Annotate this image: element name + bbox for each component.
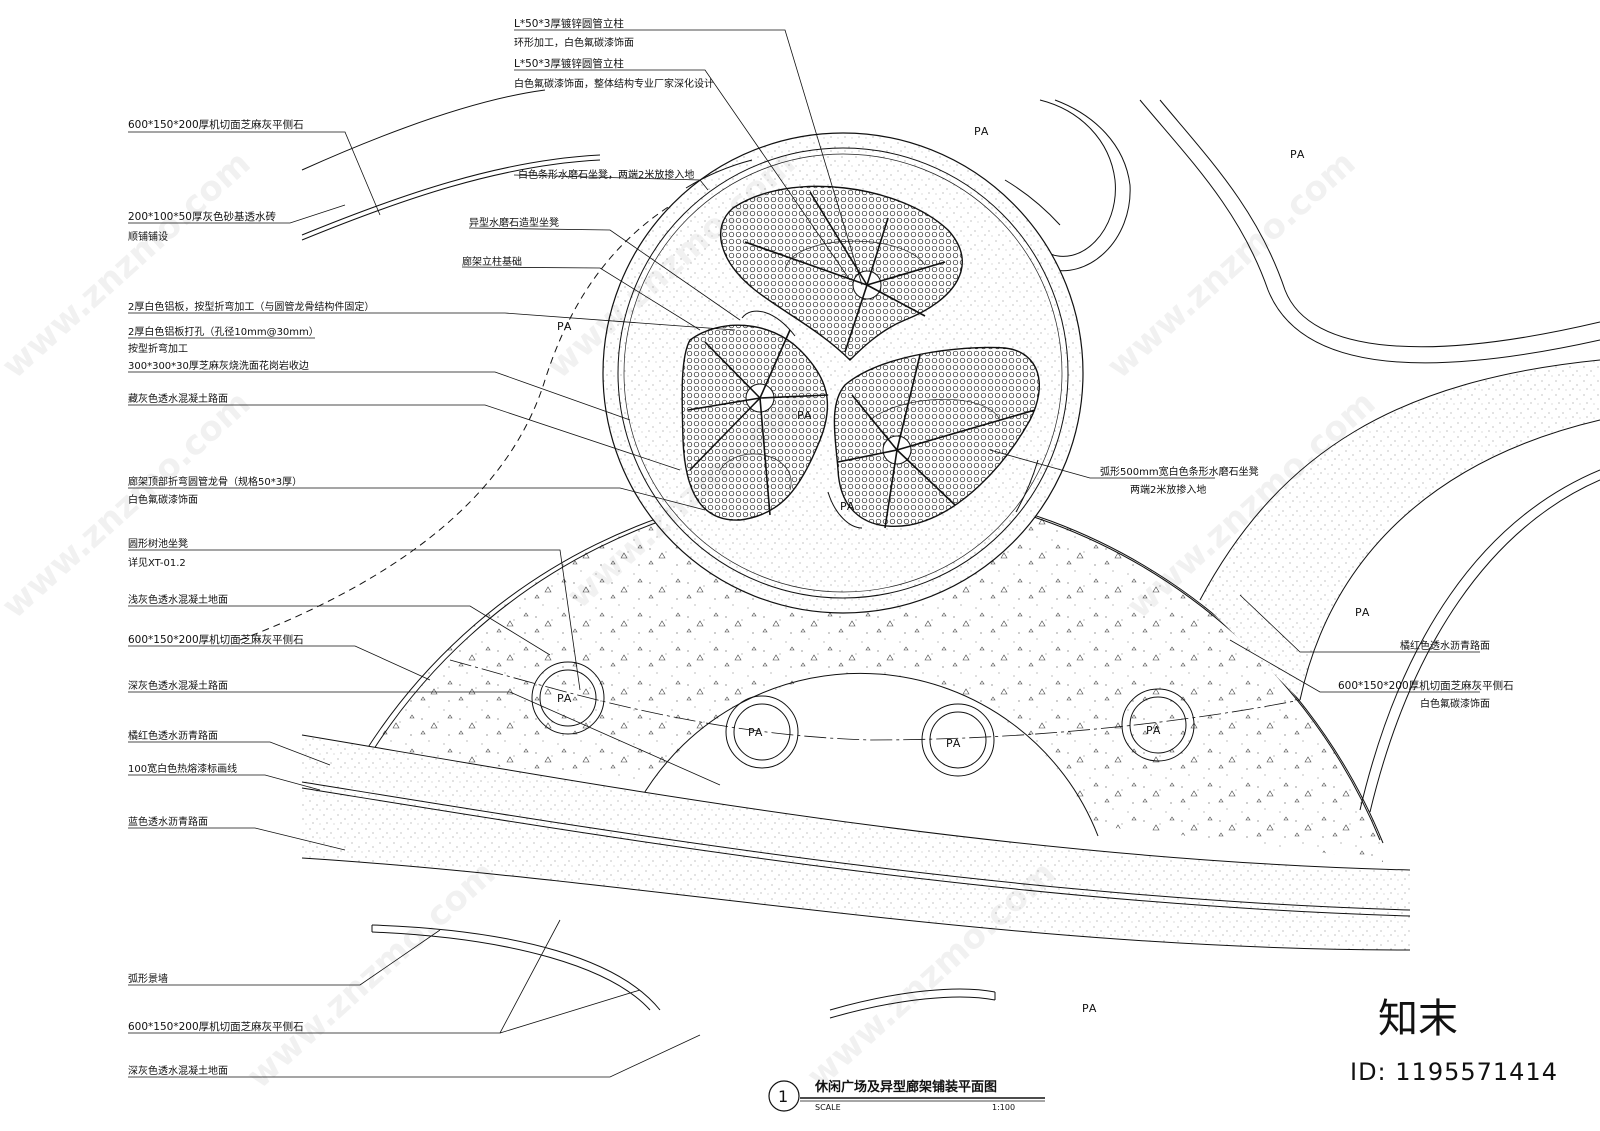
dashed-path-edge: [239, 187, 701, 641]
callout-left-9: 廊架顶部折弯圆管龙骨（规格50*3厚）: [128, 475, 302, 488]
callout-left-18: 蓝色透水沥青路面: [128, 815, 208, 828]
callout-left-3: 顺铺铺设: [128, 230, 168, 243]
callout-top-5: 白色条形水磨石坐凳，两端2米放掺入地: [518, 168, 694, 181]
callout-right-5: 白色氟碳漆饰面: [1420, 697, 1490, 710]
callout-left-6: 按型折弯加工: [128, 342, 188, 355]
callout-left-2: 200*100*50厚灰色砂基透水砖: [128, 210, 276, 223]
watermark-brand: 知末: [1378, 996, 1458, 1042]
upper-left-curb: [301, 89, 601, 241]
callout-right-2: 两端2米放掺入地: [1130, 483, 1206, 496]
callout-left-12: 详见XT-01.2: [128, 556, 186, 569]
tree-pit-1-tag: PA: [557, 692, 572, 705]
pa-tag-bottom: PA: [1082, 1002, 1097, 1015]
callout-left-13: 浅灰色透水混凝土地面: [128, 593, 228, 606]
callout-left-4: 2厚白色铝板，按型折弯加工（与圆管龙骨结构件固定）: [128, 300, 374, 313]
canopy-structure: PA PA: [681, 185, 1040, 529]
title-block: 1 休闲广场及异型廊架铺装平面图 SCALE 1:100: [768, 1079, 1045, 1112]
callout-left-1: 600*150*200厚机切面芝麻灰平侧石: [128, 118, 304, 131]
leader-lines: [128, 29, 1480, 1078]
callouts-left: 600*150*200厚机切面芝麻灰平侧石 200*100*50厚灰色砂基透水砖…: [128, 118, 374, 1077]
callout-right-4: 600*150*200厚机切面芝麻灰平侧石: [1338, 679, 1514, 692]
tree-pits: PA PA PA PA: [531, 661, 1195, 777]
callout-left-7: 300*300*30厚芝麻灰烧洗面花岗岩收边: [128, 359, 309, 372]
canopy-tag-lower: PA: [840, 500, 855, 513]
tree-pit-1: PA: [531, 661, 605, 735]
tree-pit-3-tag: PA: [946, 737, 961, 750]
tree-pit-3: PA: [921, 703, 995, 777]
callout-left-11: 圆形树池坐凳: [128, 537, 188, 550]
callout-right-1: 弧形500mm宽白色条形水磨石坐凳: [1100, 465, 1259, 478]
callout-left-10: 白色氟碳漆饰面: [128, 493, 198, 506]
watermark-site-7: www.znzmo.com: [239, 853, 503, 1096]
watermark-site-3: www.znzmo.com: [1099, 143, 1363, 386]
pa-tag-top: PA: [974, 125, 989, 138]
canopy-tag-center: PA: [797, 409, 812, 422]
drawing-title: 休闲广场及异型廊架铺装平面图: [814, 1079, 997, 1095]
callout-left-16: 橘红色透水沥青路面: [128, 729, 218, 742]
callout-top-7: 廊架立柱基础: [462, 255, 522, 268]
callouts-right: 弧形500mm宽白色条形水磨石坐凳 两端2米放掺入地 橘红色透水沥青路面 600…: [1100, 465, 1514, 710]
callout-left-20: 600*150*200厚机切面芝麻灰平侧石: [128, 1020, 304, 1033]
pa-tag-left: PA: [557, 320, 572, 333]
callout-top-4: 白色氟碳漆饰面，整体结构专业厂家深化设计: [514, 77, 714, 90]
callout-left-5: 2厚白色铝板打孔（孔径10mm@30mm）: [128, 325, 319, 338]
pa-tag-right: PA: [1355, 606, 1370, 619]
scale-value: 1:100: [992, 1103, 1015, 1112]
tree-pit-2: PA: [725, 695, 799, 769]
canopy-top: [719, 185, 963, 361]
callout-right-3: 橘红色透水沥青路面: [1400, 639, 1490, 652]
callouts-top: L*50*3厚镀锌圆管立柱 环形加工，白色氟碳漆饰面 L*50*3厚镀锌圆管立柱…: [462, 17, 714, 268]
callout-left-15: 深灰色透水混凝土路面: [128, 679, 228, 692]
tree-pit-4-tag: PA: [1146, 724, 1161, 737]
canopy-right: [833, 346, 1040, 529]
drawing-number: 1: [778, 1087, 788, 1106]
watermark-site-4: www.znzmo.com: [0, 383, 258, 626]
callout-top-2: 环形加工，白色氟碳漆饰面: [514, 36, 634, 49]
callout-left-21: 深灰色透水混凝土地面: [128, 1064, 228, 1077]
main-roads: [301, 359, 1600, 1019]
pa-tag-top-right: PA: [1290, 148, 1305, 161]
tree-pit-2-tag: PA: [748, 726, 763, 739]
callout-top-1: L*50*3厚镀锌圆管立柱: [514, 17, 624, 30]
plaza-surface: [364, 484, 1384, 862]
callout-left-8: 藏灰色透水混凝土路面: [128, 392, 228, 405]
callout-top-6: 异型水磨石造型坐凳: [469, 216, 559, 229]
scale-label: SCALE: [815, 1103, 841, 1112]
callout-left-19: 弧形景墙: [128, 972, 168, 985]
upper-right-path: [1039, 99, 1600, 364]
callout-left-14: 600*150*200厚机切面芝麻灰平侧石: [128, 633, 304, 646]
callout-top-3: L*50*3厚镀锌圆管立柱: [514, 57, 624, 70]
canopy-left: [681, 324, 829, 521]
tree-pit-4: PA: [1121, 688, 1195, 762]
callout-left-17: 100宽白色热熔漆标画线: [128, 762, 237, 775]
drawing-number-circle: [768, 1080, 800, 1112]
watermark-id: ID: 1195571414: [1350, 1058, 1558, 1086]
